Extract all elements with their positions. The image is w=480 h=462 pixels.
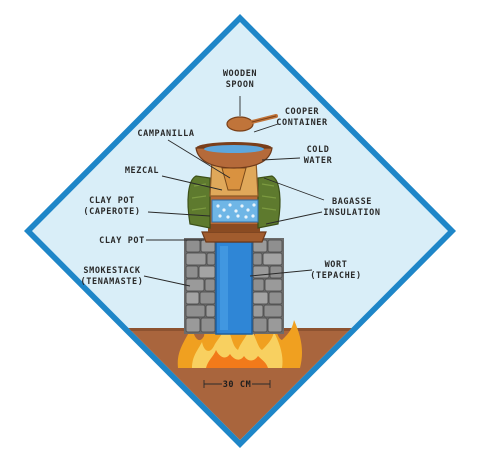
label-clay-pot: CLAY POT — [99, 236, 145, 246]
label-cold-water-1: COLD — [307, 145, 330, 155]
label-wooden-spoon-2: SPOON — [226, 80, 255, 90]
label-wooden-spoon-1: WOODEN — [223, 69, 257, 79]
label-campanilla: CAMPANILLA — [137, 129, 194, 139]
label-smokestack-2: (TENAMASTE) — [81, 277, 144, 287]
dimension-label-bg — [222, 378, 252, 390]
label-caperote-2: (CAPEROTE) — [83, 207, 140, 217]
label-bagasse-2: INSULATION — [323, 208, 380, 218]
cooper-container — [195, 142, 273, 169]
water-bubbles — [216, 203, 256, 219]
label-wort-2: (TEPACHE) — [310, 271, 361, 281]
label-dimension: 30 CM — [223, 380, 252, 390]
label-cooper-container-2: CONTAINER — [276, 118, 328, 128]
wooden-spoon — [226, 114, 278, 132]
label-cold-water-2: WATER — [304, 156, 333, 166]
label-mezcal: MEZCAL — [125, 166, 159, 176]
label-bagasse-1: BAGASSE — [332, 197, 372, 207]
label-cooper-container-1: COOPER — [285, 107, 320, 117]
label-caperote-1: CLAY POT — [89, 196, 135, 206]
label-smokestack-1: SMOKESTACK — [83, 266, 140, 276]
clay-pot-rim — [201, 231, 267, 243]
label-wort-1: WORT — [325, 260, 348, 270]
wort-pot — [215, 241, 253, 335]
